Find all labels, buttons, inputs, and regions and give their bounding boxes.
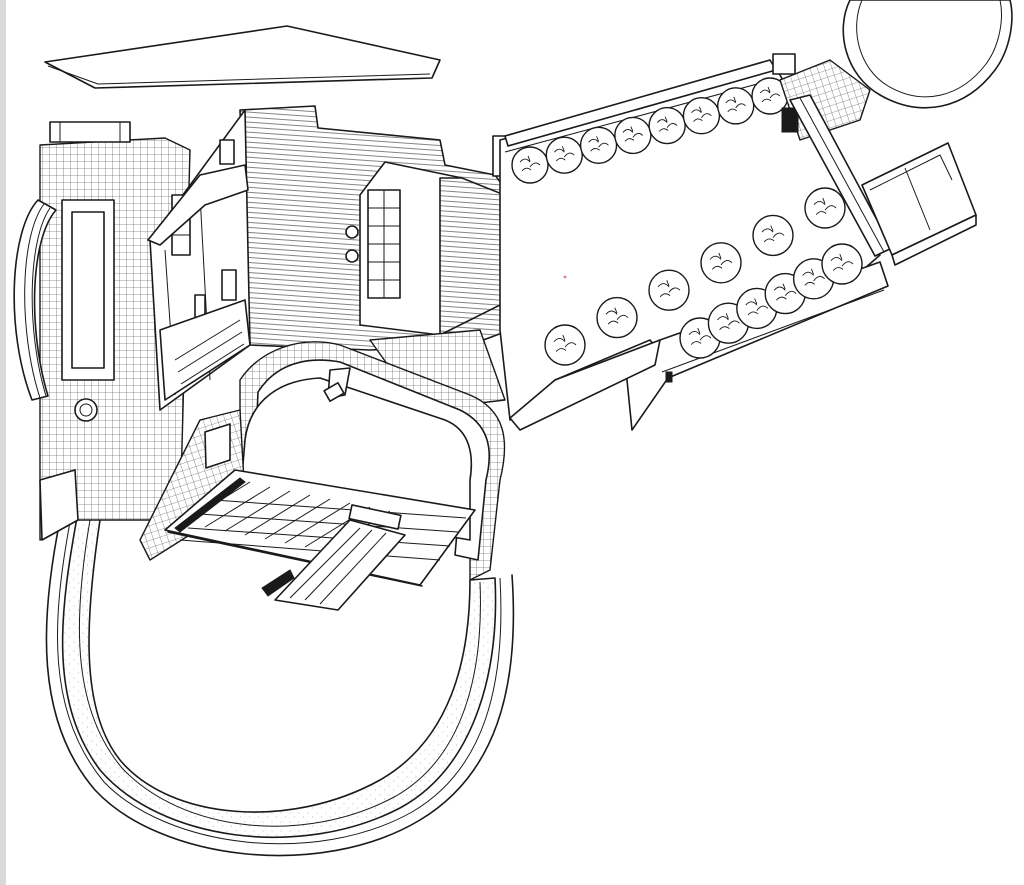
tree [545,136,583,174]
tree [717,87,755,125]
page-edge-shadow [0,0,6,885]
tree [648,106,686,145]
tree [579,126,618,164]
curved-lawn [45,511,515,857]
tree [700,242,742,284]
tree [648,269,690,311]
tree [804,187,846,229]
tree [614,116,652,155]
tree-row-south [544,187,863,366]
tree [682,97,721,135]
tree-row-north [511,77,789,184]
pool-terrace [772,0,1013,257]
pavilion [861,142,977,266]
tree [821,243,863,285]
detached-roof-plane [44,25,441,89]
main-house-block [147,105,513,411]
tree [596,296,638,339]
tree [511,146,549,184]
tree [752,214,794,257]
ink-speck [563,275,567,279]
glazed-pavilion [164,469,476,611]
tree [544,324,586,366]
